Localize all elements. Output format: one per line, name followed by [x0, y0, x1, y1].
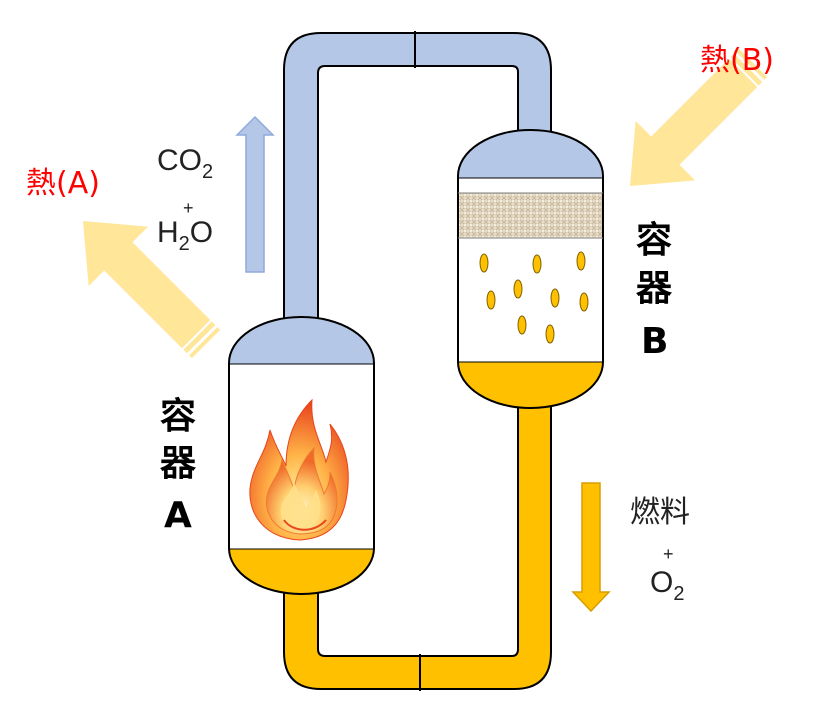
svg-text:H2O: H2O	[157, 216, 213, 255]
svg-text:+: +	[183, 198, 194, 218]
droplet	[479, 253, 489, 273]
droplet	[532, 254, 542, 274]
svg-text:器: 器	[636, 268, 673, 309]
droplet	[513, 279, 523, 299]
svg-text:A: A	[164, 495, 192, 536]
heat-a-label: 熱(A)	[26, 166, 100, 201]
droplet	[486, 290, 496, 310]
heat-a-arrow	[83, 221, 221, 359]
svg-text:B: B	[641, 321, 668, 362]
exhaust-up-arrow	[235, 115, 275, 273]
fuel-droplets	[479, 251, 589, 344]
svg-text:+: +	[663, 544, 674, 564]
droplet	[576, 251, 586, 271]
fuel-pipe-loop	[283, 399, 552, 690]
heat-b-label: 熱(B)	[700, 43, 774, 78]
svg-text:器: 器	[160, 443, 197, 484]
svg-text:燃料: 燃料	[630, 496, 690, 529]
svg-text:容: 容	[636, 220, 672, 261]
heat-b-arrow	[630, 48, 768, 186]
svg-text:O2: O2	[650, 566, 684, 605]
fuel-down-arrow	[571, 482, 611, 613]
droplet	[579, 292, 589, 312]
vessel-b	[457, 129, 604, 409]
output-formula: 燃料 + O2	[630, 496, 690, 605]
droplet	[550, 288, 560, 308]
svg-text:容: 容	[160, 396, 196, 437]
droplet	[545, 324, 555, 344]
vessel-a-label: 容 器 A	[160, 396, 197, 536]
flame-icon	[249, 398, 349, 541]
svg-text:CO2: CO2	[157, 144, 213, 183]
droplet	[517, 315, 527, 335]
exhaust-formula: CO2 + H2O	[157, 144, 213, 255]
vessel-a	[228, 316, 375, 595]
vessel-b-label: 容 器 B	[636, 220, 673, 362]
